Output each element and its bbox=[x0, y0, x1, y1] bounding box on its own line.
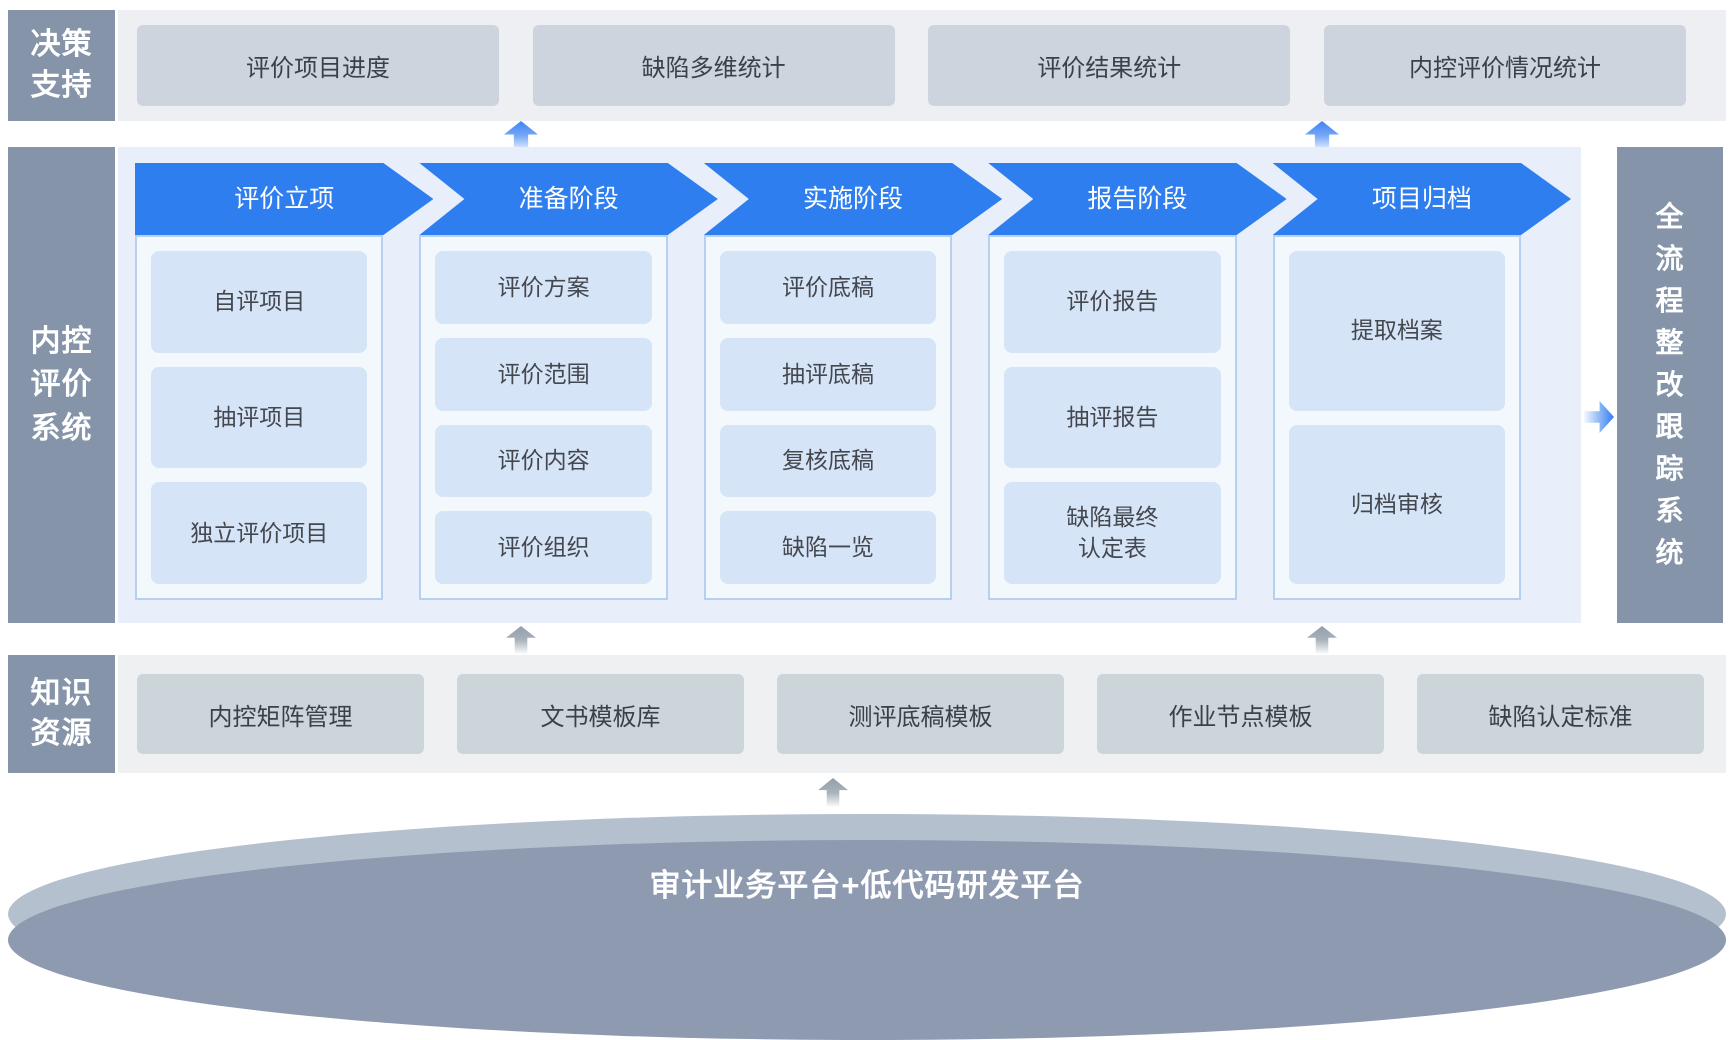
up-arrow-icon bbox=[818, 778, 848, 807]
stage-chevron: 报告阶段 bbox=[988, 163, 1236, 235]
flow-item: 独立评价项目 bbox=[151, 482, 368, 585]
chevron-arrow-icon bbox=[988, 163, 1286, 235]
flow-item: 抽评项目 bbox=[151, 366, 368, 469]
flow-item: 评价组织 bbox=[435, 511, 652, 584]
stage-title: 报告阶段 bbox=[1087, 185, 1188, 213]
flow-item: 复核底稿 bbox=[719, 424, 937, 498]
flow-item: 抽评底稿 bbox=[719, 337, 937, 411]
stage-column-initiation: 评价立项 自评项目 抽评项目 独立评价项目 bbox=[135, 163, 383, 600]
internal-control-system-label: 内控 评价 系统 bbox=[8, 147, 115, 623]
stage-chevron: 准备阶段 bbox=[419, 163, 667, 235]
stage-chevron: 实施阶段 bbox=[704, 163, 952, 235]
stage-column-preparation: 准备阶段 评价方案 评价范围 评价内容 评价组织 bbox=[419, 163, 667, 600]
flow-item: 自评项目 bbox=[151, 251, 368, 353]
stage-body: 提取档案 归档审核 bbox=[1272, 235, 1522, 600]
main-band: 内控 评价 系统 评价立项 自评项目 抽评项目 独立评价项目 准备阶段 评价方案… bbox=[8, 147, 1726, 623]
decision-item-result-stats: 评价结果统计 bbox=[928, 25, 1291, 106]
flow-item: 抽评报告 bbox=[1004, 366, 1221, 469]
flow-item: 提取档案 bbox=[1288, 251, 1506, 411]
stage-body: 评价方案 评价范围 评价内容 评价组织 bbox=[419, 235, 668, 600]
knowledge-item-workpaper-templates: 测评底稿模板 bbox=[777, 674, 1064, 754]
stage-body: 自评项目 抽评项目 独立评价项目 bbox=[135, 235, 384, 600]
arrow-slot bbox=[1581, 147, 1617, 623]
stage-title: 评价立项 bbox=[234, 185, 335, 213]
knowledge-item-matrix-management: 内控矩阵管理 bbox=[137, 674, 424, 754]
knowledge-item-defect-standards: 缺陷认定标准 bbox=[1417, 674, 1704, 754]
knowledge-strip: 内控矩阵管理 文书模板库 测评底稿模板 作业节点模板 缺陷认定标准 bbox=[118, 655, 1726, 773]
up-arrow-icon bbox=[506, 626, 536, 654]
flow-item: 归档审核 bbox=[1288, 424, 1506, 584]
stage-title: 项目归档 bbox=[1371, 185, 1472, 213]
chevron-arrow-icon bbox=[1273, 163, 1571, 235]
stage-title: 实施阶段 bbox=[803, 185, 904, 213]
up-arrow-icon bbox=[1307, 626, 1337, 654]
right-arrow-icon bbox=[1584, 401, 1614, 433]
stage-body: 评价报告 抽评报告 缺陷最终 认定表 bbox=[988, 235, 1237, 600]
flow-item: 评价底稿 bbox=[719, 251, 937, 324]
flow-item: 评价方案 bbox=[435, 251, 652, 324]
stage-chevron: 评价立项 bbox=[135, 163, 383, 235]
knowledge-resources-label: 知识 资源 bbox=[8, 655, 115, 773]
flow-item: 评价范围 bbox=[435, 337, 652, 411]
flow-item: 缺陷一览 bbox=[719, 511, 937, 584]
rectification-tracking-system-label: 全 流 程 整 改 跟 踪 系 统 bbox=[1617, 147, 1723, 623]
chevron-arrow-icon bbox=[419, 163, 717, 235]
decision-item-project-progress: 评价项目进度 bbox=[137, 25, 499, 106]
platform-label: 审计业务平台+低代码研发平台 bbox=[649, 868, 1085, 903]
knowledge-item-worknode-templates: 作业节点模板 bbox=[1097, 674, 1384, 754]
flow-item: 评价报告 bbox=[1004, 251, 1221, 353]
chevron-arrow-icon bbox=[704, 163, 1002, 235]
decision-support-row: 决策 支持 评价项目进度 缺陷多维统计 评价结果统计 内控评价情况统计 bbox=[8, 10, 1726, 121]
decision-strip: 评价项目进度 缺陷多维统计 评价结果统计 内控评价情况统计 bbox=[118, 10, 1726, 121]
stage-chevron: 项目归档 bbox=[1273, 163, 1521, 235]
platform-disc: 审计业务平台+低代码研发平台 bbox=[8, 814, 1726, 1040]
decision-item-defect-stats: 缺陷多维统计 bbox=[532, 25, 895, 106]
flow-item: 评价内容 bbox=[435, 424, 652, 498]
flow-item: 缺陷最终 认定表 bbox=[1004, 482, 1221, 585]
stage-column-reporting: 报告阶段 评价报告 抽评报告 缺陷最终 认定表 bbox=[988, 163, 1236, 600]
stage-title: 准备阶段 bbox=[518, 185, 619, 213]
knowledge-resources-row: 知识 资源 内控矩阵管理 文书模板库 测评底稿模板 作业节点模板 缺陷认定标准 bbox=[8, 655, 1726, 773]
stage-column-archiving: 项目归档 提取档案 归档审核 bbox=[1272, 163, 1522, 600]
knowledge-item-document-templates: 文书模板库 bbox=[457, 674, 744, 754]
stage-body: 评价底稿 抽评底稿 复核底稿 缺陷一览 bbox=[703, 235, 953, 600]
chevron-arrow-icon bbox=[135, 163, 433, 235]
decision-item-evaluation-stats: 内控评价情况统计 bbox=[1323, 25, 1686, 106]
process-flow-panel: 评价立项 自评项目 抽评项目 独立评价项目 准备阶段 评价方案 评价范围 评价内… bbox=[118, 147, 1581, 623]
stage-column-implementation: 实施阶段 评价底稿 抽评底稿 复核底稿 缺陷一览 bbox=[703, 163, 953, 600]
decision-support-label: 决策 支持 bbox=[8, 10, 115, 121]
